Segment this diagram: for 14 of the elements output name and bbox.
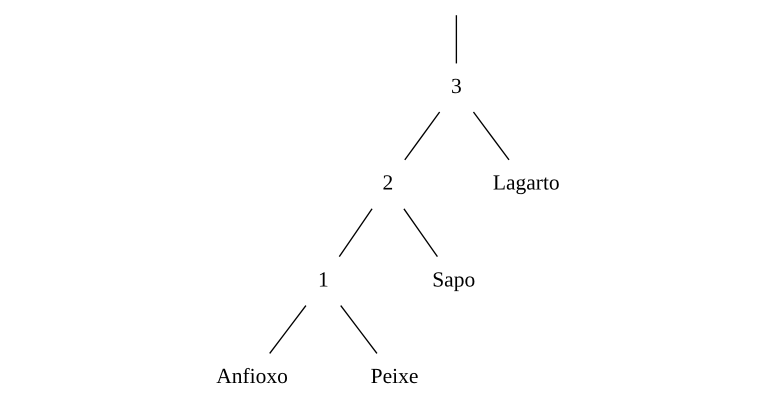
node-text: 2 xyxy=(382,170,394,195)
connector xyxy=(456,15,458,64)
node-text: 1 xyxy=(318,267,329,292)
node-text: Sapo xyxy=(432,267,476,292)
connector xyxy=(472,112,510,160)
node-text: Anfioxo xyxy=(216,364,288,388)
connector xyxy=(338,208,373,258)
node-text: Lagarto xyxy=(492,170,560,195)
connector xyxy=(404,112,440,160)
node-text: 3 xyxy=(451,74,462,98)
connector xyxy=(269,305,306,354)
node-text: Peixe xyxy=(370,364,418,388)
connector xyxy=(340,305,378,354)
connector xyxy=(403,208,438,258)
